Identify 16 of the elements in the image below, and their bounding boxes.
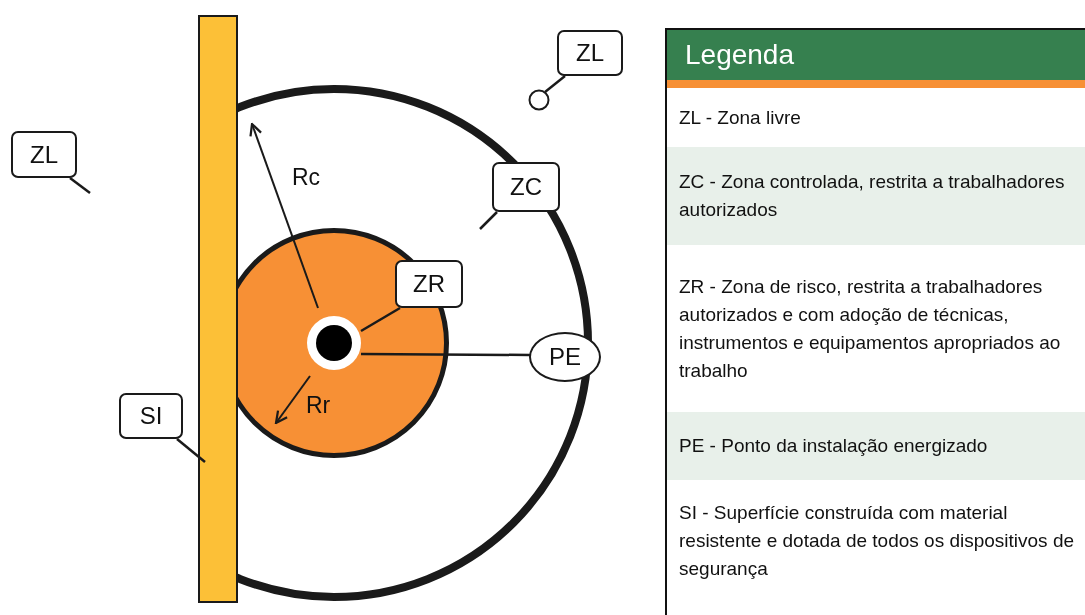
small-circle [528,89,550,111]
legend-title: Legenda [667,30,1085,88]
legend-entry: PE - Ponto da instalação energizado [667,412,1085,480]
callout-box: ZL [557,30,623,76]
leader-line [544,75,566,93]
leader-line [69,177,91,194]
leader-line [360,306,401,333]
wall-bar [198,15,238,603]
leader-line [176,438,206,463]
leader-line [361,352,530,357]
callout-box: ZL [11,131,77,178]
legend-entry: ZC - Zona controlada, restrita a trabalhadores autorizados [667,147,1085,245]
dimension-label: Rc [292,164,321,191]
dimension-label: Rr [306,392,331,419]
energized-point [307,316,361,370]
leader-line [479,211,498,230]
